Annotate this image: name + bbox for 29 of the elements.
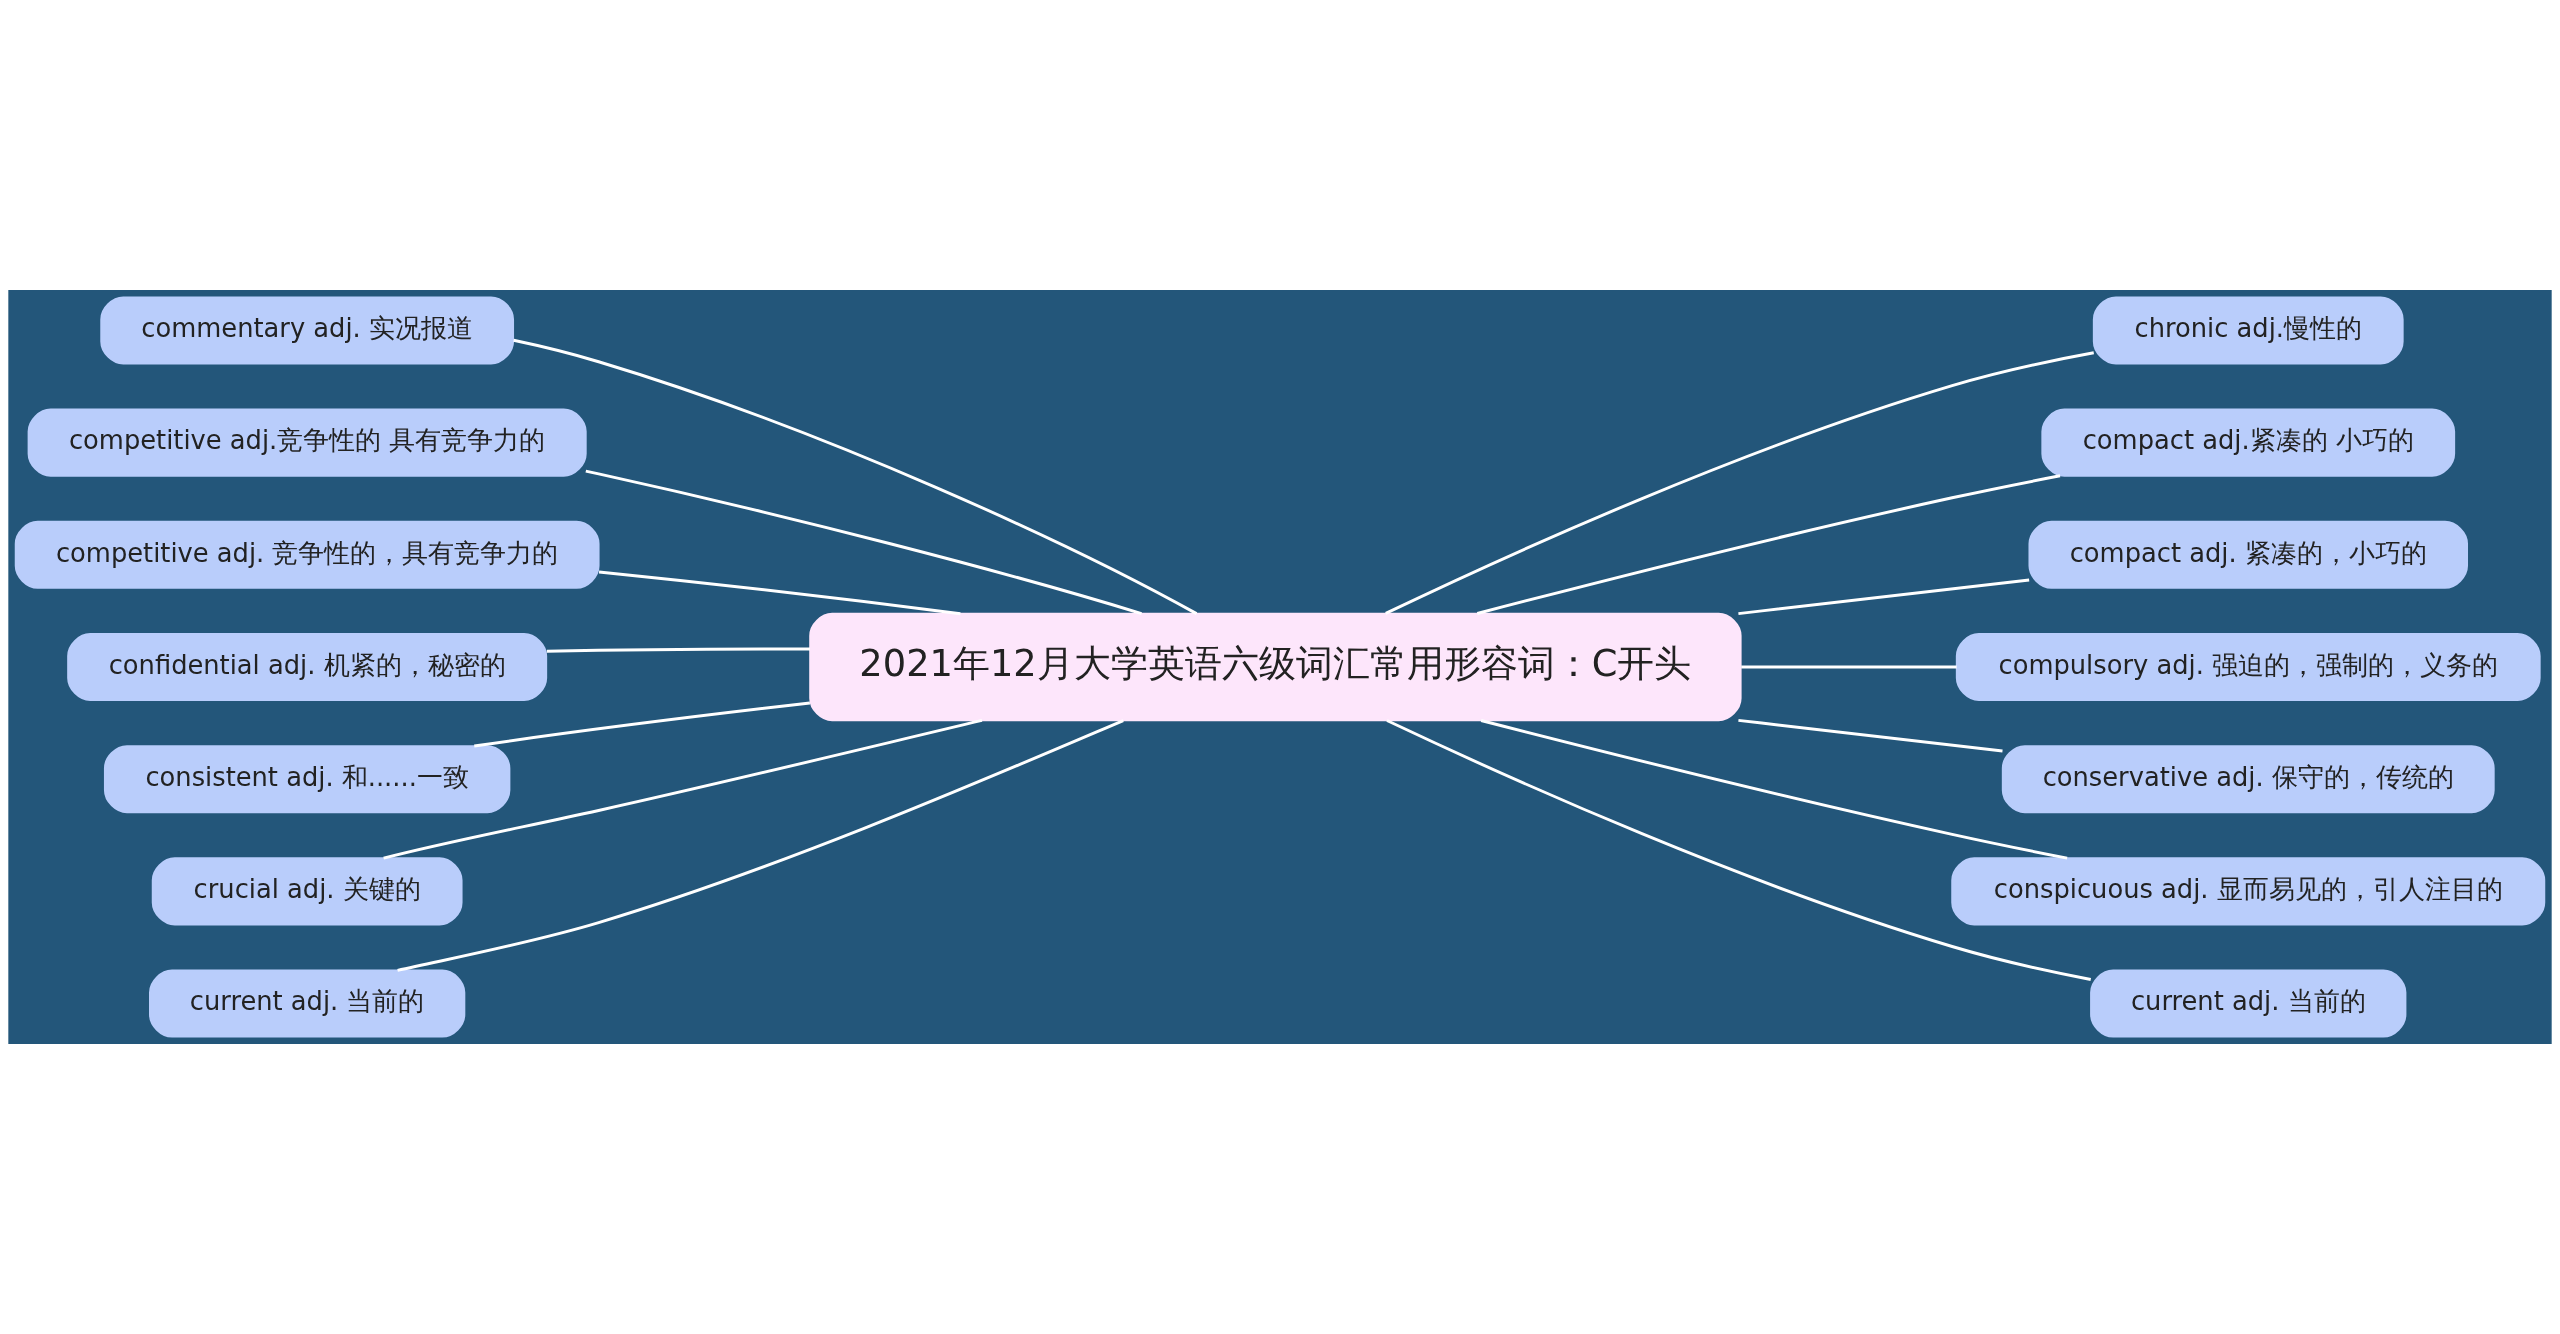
node-box: conspicuous adj. 显而易见的，引人注目的 [1951,857,2546,926]
node-box: crucial adj. 关键的 [151,857,463,926]
connector [1738,718,2003,753]
connector [1741,665,1957,669]
connector [598,570,961,616]
node-box: competitive adj. 竞争性的，具有竞争力的 [14,520,600,589]
node-box: 2021年12月大学英语六级词汇常用形容词：C开头 [809,612,1742,722]
node-box: chronic adj.慢性的 [2092,296,2404,365]
node-box: commentary adj. 实况报道 [100,296,515,365]
connector [546,647,810,653]
node-box: current adj. 当前的 [2090,969,2407,1038]
connector [513,338,1198,615]
node-box: consistent adj. 和......一致 [103,745,511,814]
connector [1480,719,2068,860]
connector [383,719,983,860]
node-box: compact adj. 紧凑的，小巧的 [2028,520,2468,589]
connector [474,701,811,748]
connector [397,719,1124,972]
connector [1386,719,2092,981]
node-box: conservative adj. 保守的，传统的 [2001,745,2495,814]
connector [1385,351,2094,615]
connector [585,469,1142,615]
node-box: compact adj.紧凑的 小巧的 [2041,408,2456,477]
node-box: current adj. 当前的 [149,969,466,1038]
node-box: compulsory adj. 强迫的，强制的，义务的 [1955,633,2541,701]
node-box: confidential adj. 机紧的，秘密的 [67,633,548,701]
node-box: competitive adj.竞争性的 具有竞争力的 [27,408,587,477]
connector [1738,578,2030,616]
connector [1476,474,2061,615]
